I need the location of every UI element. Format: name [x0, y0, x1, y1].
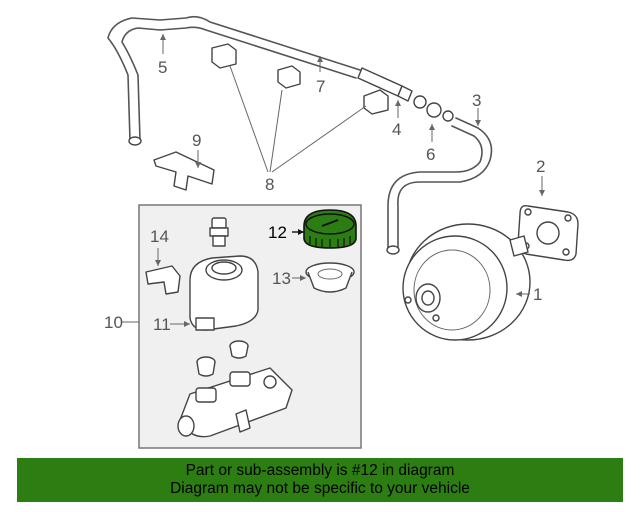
part-info-banner: Part or sub-assembly is #12 in diagram D…	[17, 458, 623, 502]
callout-4: 4	[392, 120, 401, 139]
callout-12: 12	[268, 223, 287, 242]
check-valve-part-6	[413, 95, 454, 122]
callout-14: 14	[150, 227, 169, 246]
parts-diagram: 5 7 4 6 3 2 1 9 8 14 10 11 12 13	[104, 15, 579, 449]
callout-11: 11	[153, 315, 171, 334]
callout-6: 6	[426, 145, 435, 164]
callout-8: 8	[265, 175, 274, 194]
banner-line-2: Diagram may not be specific to your vehi…	[170, 480, 470, 497]
vacuum-hose-part-3	[386, 117, 493, 255]
callout-2: 2	[536, 157, 545, 176]
level-sensor-part-14	[145, 265, 181, 295]
strainer-part-13	[305, 262, 355, 293]
reservoir-cap-part-12	[303, 209, 357, 249]
callout-13: 13	[272, 269, 291, 288]
callout-3: 3	[472, 91, 481, 110]
fitting-part	[209, 217, 229, 247]
callout-1: 1	[533, 285, 542, 304]
brake-booster-part-1	[402, 223, 531, 341]
vacuum-hose-part-5	[107, 15, 361, 146]
callout-7: 7	[316, 77, 325, 96]
bracket-part-9	[153, 151, 215, 191]
callout-5: 5	[158, 58, 167, 77]
grommet-part	[196, 340, 249, 377]
leader-lines	[122, 34, 545, 327]
callout-10: 10	[104, 313, 123, 332]
pipe-part-4	[357, 67, 413, 102]
callout-9: 9	[192, 131, 201, 150]
reservoir-part-11	[189, 255, 259, 331]
master-cylinder-body	[177, 367, 293, 438]
banner-line-1: Part or sub-assembly is #12 in diagram	[185, 462, 455, 479]
